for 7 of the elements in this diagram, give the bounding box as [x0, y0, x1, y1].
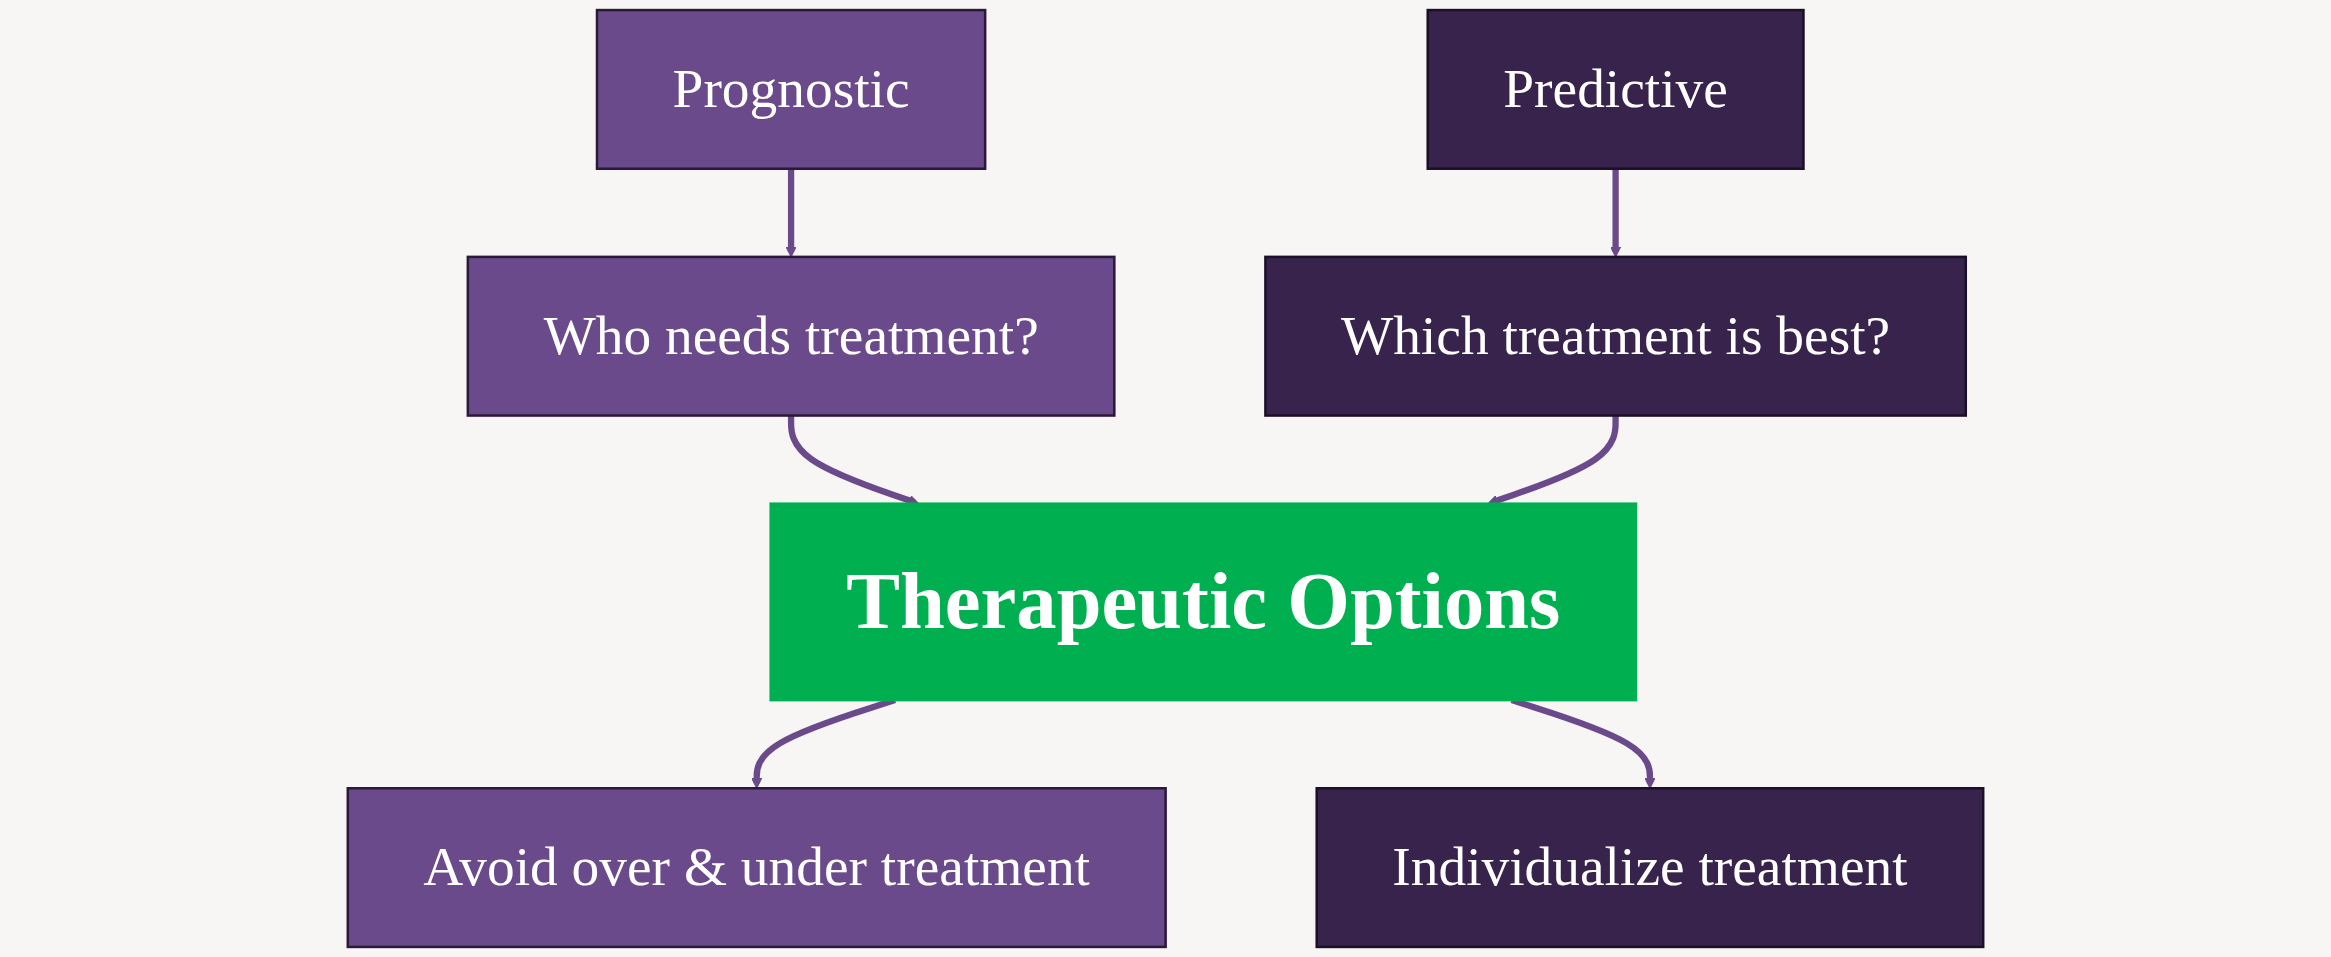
node-box: Therapeutic Options — [769, 502, 1638, 702]
node-box: Which treatment is best? — [1264, 255, 1968, 417]
node-box: Predictive — [1426, 8, 1805, 170]
node-box: Prognostic — [595, 8, 987, 170]
node-box: Avoid over & under treatment — [346, 787, 1167, 949]
node-box: Individualize treatment — [1315, 787, 1985, 949]
node-box: Who needs treatment? — [466, 255, 1116, 417]
